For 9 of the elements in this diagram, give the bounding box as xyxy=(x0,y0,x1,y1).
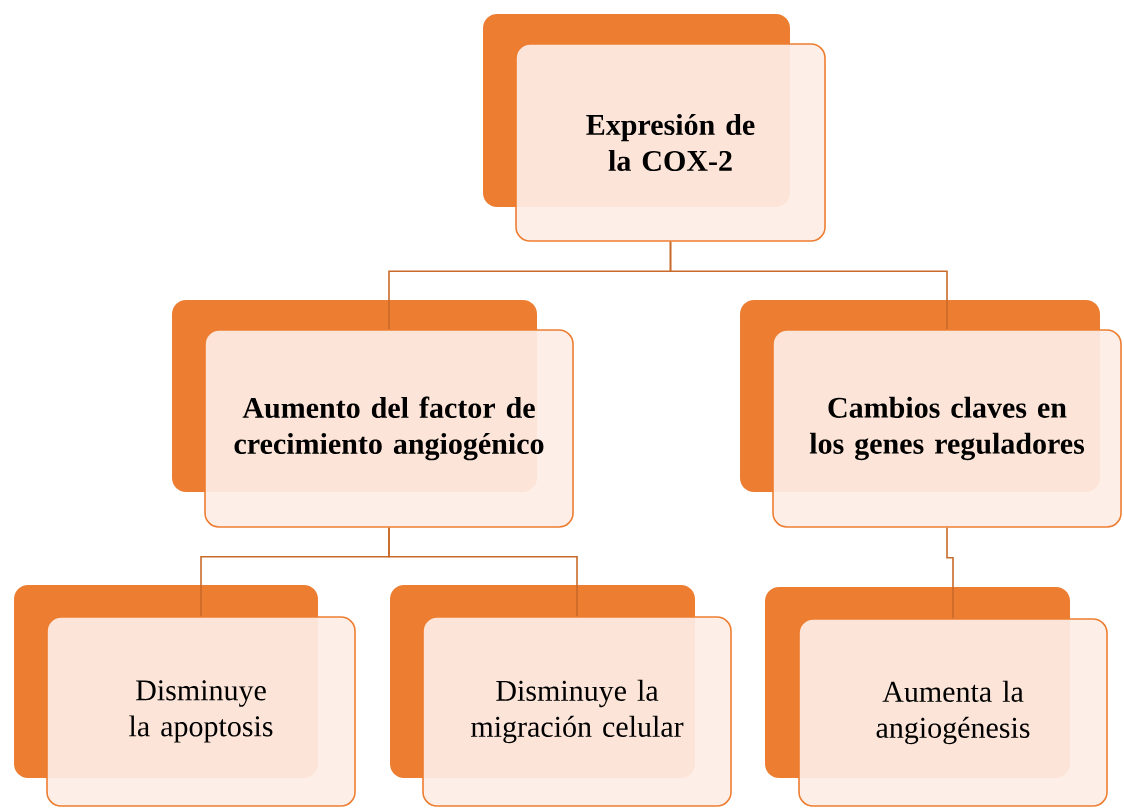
connector xyxy=(946,527,954,619)
text-box: Cambios claves en los genes reguladores xyxy=(772,329,1122,528)
text-box: Disminuye la apoptosis xyxy=(46,616,356,807)
text-box: Disminuye la migración celular xyxy=(422,616,732,807)
text-box: Expresión de la COX-2 xyxy=(515,43,826,242)
connector xyxy=(669,241,948,330)
text-box: Aumento del factor de crecimiento angiogénico xyxy=(204,329,574,528)
text-box: Aumenta la angiogénesis xyxy=(798,618,1108,807)
connector xyxy=(388,527,578,617)
